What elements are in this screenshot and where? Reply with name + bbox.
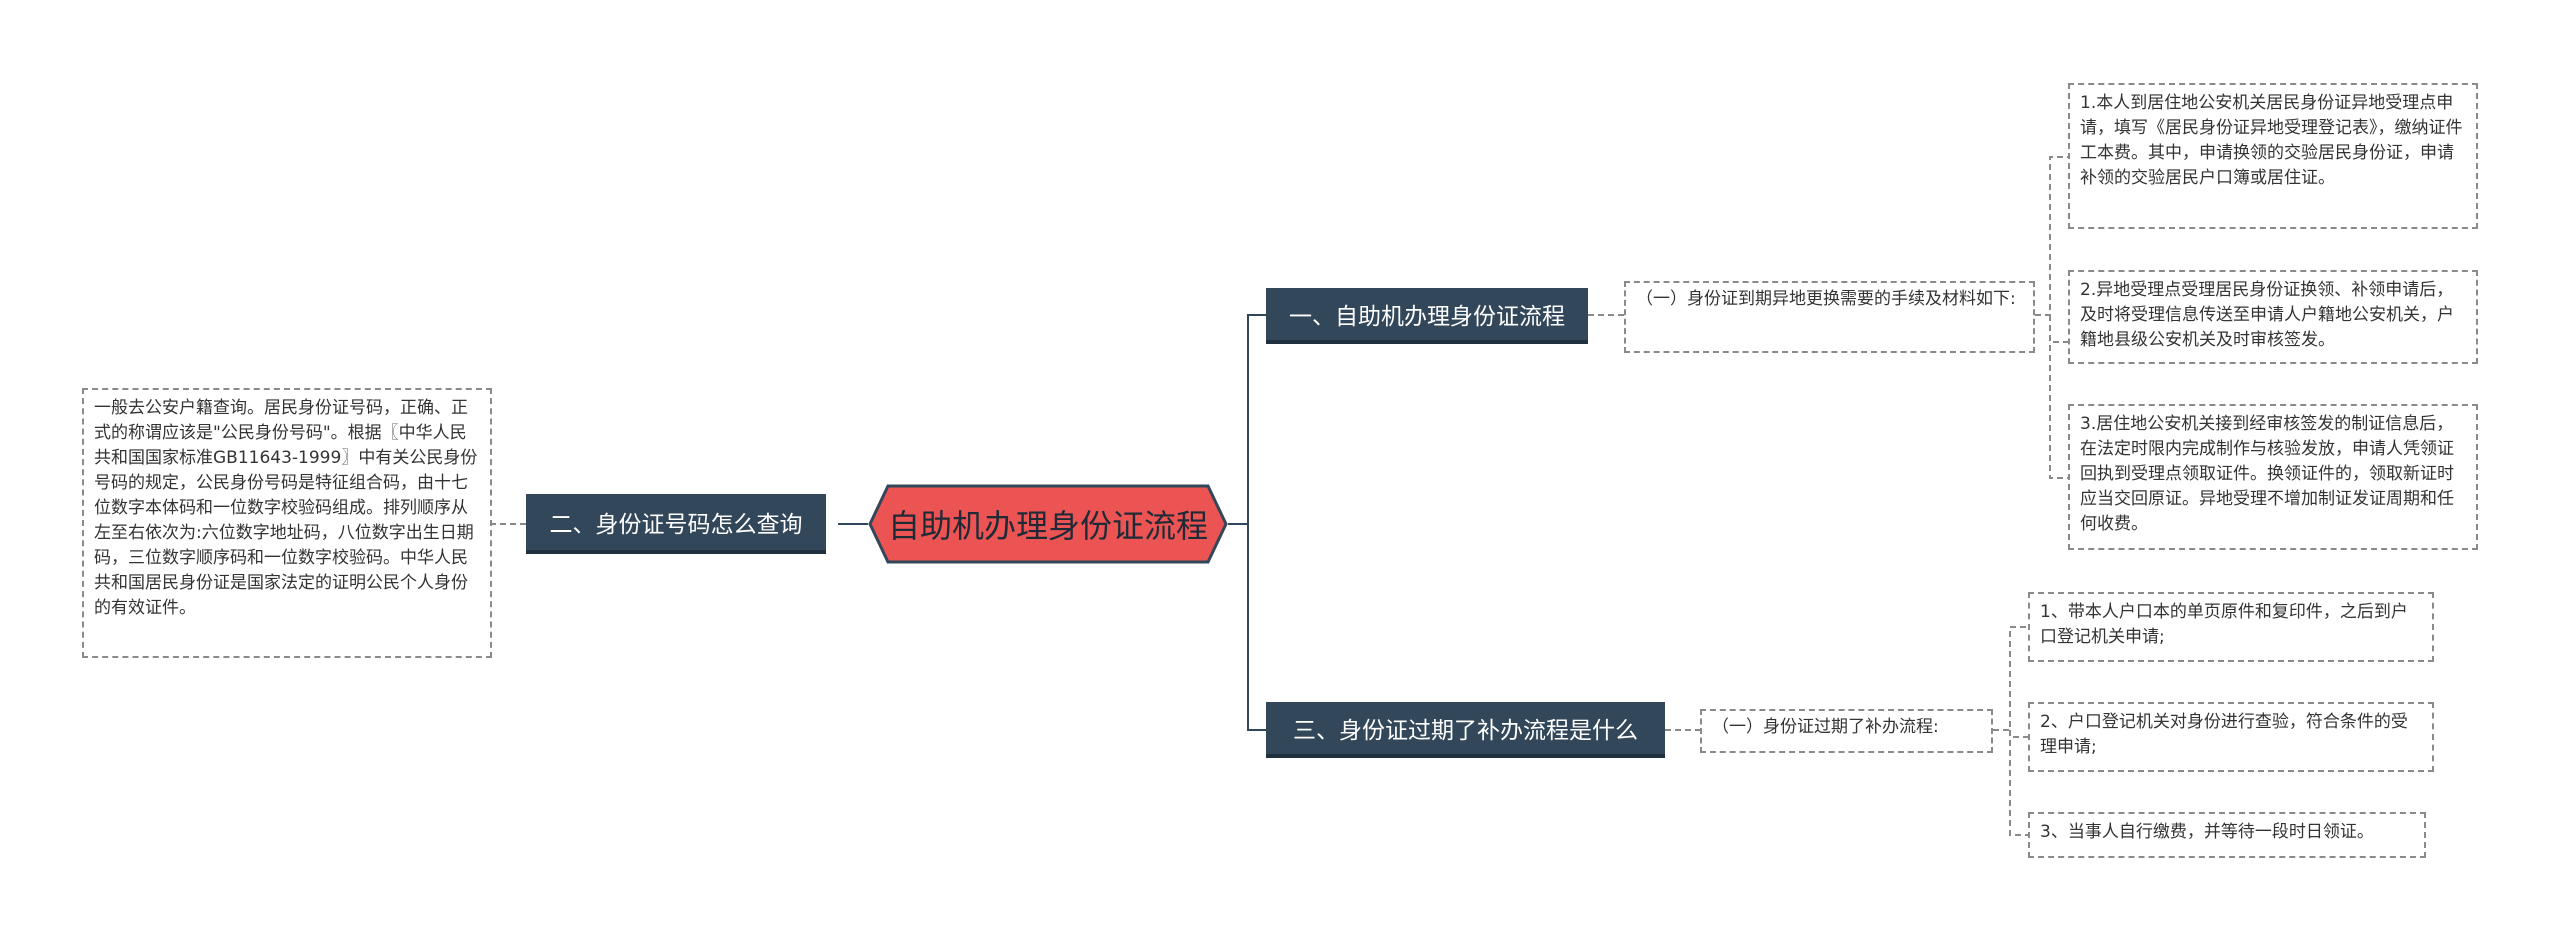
leaf-text: 一般去公安户籍查询。居民身份证号码，正确、正式的称谓应该是"公民身份号码"。根据… bbox=[94, 398, 478, 618]
subtopic-expired-reissue-process[interactable]: （一）身份证过期了补办流程: bbox=[1700, 709, 1993, 753]
branch-label: 一、自助机办理身份证流程 bbox=[1289, 304, 1565, 330]
branch-label: 三、身份证过期了补办流程是什么 bbox=[1293, 718, 1638, 744]
connector-s3-items bbox=[1993, 626, 2028, 836]
branch-expired-reissue[interactable]: 三、身份证过期了补办流程是什么 bbox=[1266, 702, 1665, 758]
subtopic-relocation-renewal[interactable]: （一）身份证到期异地更换需要的手续及材料如下: bbox=[1624, 281, 2035, 353]
central-topic[interactable]: 自助机办理身份证流程 bbox=[868, 484, 1228, 564]
branch-self-service-process[interactable]: 一、自助机办理身份证流程 bbox=[1266, 288, 1588, 344]
leaf-step-3[interactable]: 3.居住地公安机关接到经审核签发的制证信息后，在法定时限内完成制作与核验发放，申… bbox=[2068, 404, 2478, 550]
branch-label: 二、身份证号码怎么查询 bbox=[549, 512, 803, 538]
leaf-reissue-step-3[interactable]: 3、当事人自行缴费，并等待一段时日领证。 bbox=[2028, 812, 2426, 858]
leaf-step-2[interactable]: 2.异地受理点受理居民身份证换领、补领申请后，及时将受理信息传送至申请人户籍地公… bbox=[2068, 270, 2478, 364]
leaf-text: 3.居住地公安机关接到经审核签发的制证信息后，在法定时限内完成制作与核验发放，申… bbox=[2080, 414, 2454, 534]
leaf-text: 2.异地受理点受理居民身份证换领、补领申请后，及时将受理信息传送至申请人户籍地公… bbox=[2080, 280, 2454, 350]
branch-id-number-query[interactable]: 二、身份证号码怎么查询 bbox=[526, 494, 826, 554]
leaf-reissue-step-2[interactable]: 2、户口登记机关对身份进行查验，符合条件的受理申请; bbox=[2028, 702, 2434, 772]
leaf-text: 2、户口登记机关对身份进行查验，符合条件的受理申请; bbox=[2040, 712, 2408, 757]
leaf-text: 1、带本人户口本的单页原件和复印件，之后到户口登记机关申请; bbox=[2040, 602, 2408, 647]
central-topic-shape bbox=[868, 484, 1228, 564]
connector-s1-items bbox=[2035, 156, 2068, 479]
subtopic-text: （一）身份证过期了补办流程: bbox=[1712, 717, 1939, 737]
connector-center-b1 bbox=[1228, 314, 1266, 525]
leaf-text: 1.本人到居住地公安机关居民身份证异地受理点申请，填写《居民身份证异地受理登记表… bbox=[2080, 93, 2463, 188]
connector-center-b3 bbox=[1247, 524, 1266, 731]
leaf-reissue-step-1[interactable]: 1、带本人户口本的单页原件和复印件，之后到户口登记机关申请; bbox=[2028, 592, 2434, 662]
leaf-id-number-explanation[interactable]: 一般去公安户籍查询。居民身份证号码，正确、正式的称谓应该是"公民身份号码"。根据… bbox=[82, 388, 492, 658]
leaf-step-1[interactable]: 1.本人到居住地公安机关居民身份证异地受理点申请，填写《居民身份证异地受理登记表… bbox=[2068, 83, 2478, 229]
leaf-text: 3、当事人自行缴费，并等待一段时日领证。 bbox=[2040, 822, 2374, 842]
subtopic-text: （一）身份证到期异地更换需要的手续及材料如下: bbox=[1636, 289, 2016, 309]
central-topic-label: 自助机办理身份证流程 bbox=[887, 507, 1208, 545]
